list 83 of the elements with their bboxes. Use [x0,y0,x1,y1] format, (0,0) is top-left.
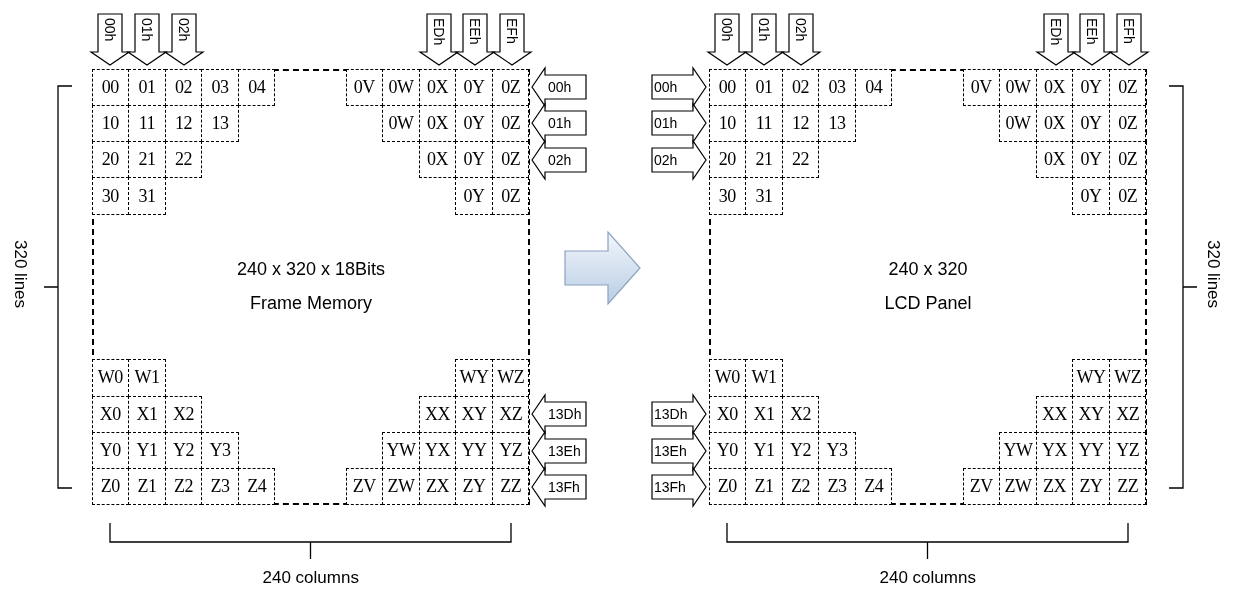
panel-caption: LCD Panel [883,293,973,314]
memory-cell: XX [418,395,457,433]
address-label: 02h [176,18,191,42]
memory-cell: ZV [962,468,1001,506]
dashed-frame [709,69,1147,505]
dimension-label: 240 columns [262,569,359,586]
memory-cell: 13 [818,104,856,143]
address-label: 00h [103,18,118,42]
memory-cell: W1 [128,359,166,397]
address-label: 13Fh [654,479,686,494]
memory-cell: Z0 [708,468,747,506]
address-label: 01h [756,18,771,42]
memory-cell: 00 [708,68,747,106]
memory-cell: Z0 [91,468,130,506]
address-label: 13Dh [654,407,688,422]
memory-cell: WZ [491,359,530,397]
memory-cell: YW [999,431,1037,470]
address-label: 13Eh [654,443,687,458]
address-label: 13Eh [548,443,581,458]
address-label: 01h [548,116,572,131]
memory-cell: 30 [708,177,747,215]
dimension-label: 320 lines [1205,240,1222,309]
memory-cell: 31 [128,177,166,215]
memory-cell: 22 [164,141,203,179]
address-label: 02h [654,152,678,167]
memory-cell: 0X [1035,141,1074,179]
memory-cell: W0 [91,359,130,397]
memory-cell: 0Z [1108,177,1147,215]
memory-cell: 0Z [1108,68,1147,106]
address-label: EEh [1085,18,1100,45]
memory-cell: W1 [745,359,783,397]
address-label: 13Dh [548,407,582,422]
memory-cell: Y3 [818,431,856,470]
memory-cell: ZV [345,468,384,506]
memory-cell: 0Z [491,68,530,106]
panel-dimensions: 240 x 320 [887,259,969,280]
address-label: 00h [654,80,678,95]
memory-cell: 0Y [1072,177,1110,215]
memory-cell: 04 [854,68,893,106]
dimension-label: 320 lines [12,240,29,309]
memory-cell: WY [455,359,493,397]
memory-cell: 31 [745,177,783,215]
address-label: 01h [654,116,678,131]
dashed-frame [92,69,530,505]
address-label: 00h [548,80,572,95]
memory-cell: WY [1072,359,1110,397]
memory-cell: Z4 [854,468,893,506]
memory-cell: Y3 [201,431,239,470]
memory-cell: 04 [237,68,276,106]
memory-cell: Z4 [237,468,276,506]
address-label: 00h [720,18,735,42]
address-label: EEh [468,18,483,45]
memory-cell: 0V [345,68,384,106]
memory-cell: YW [382,431,420,470]
memory-cell: X2 [781,395,820,433]
address-label: EDh [431,18,446,46]
memory-cell: 0X [418,141,457,179]
address-label: EFh [504,18,519,44]
memory-cell: X2 [164,395,203,433]
memory-cell: 0W [999,104,1037,143]
memory-cell: XX [1035,395,1074,433]
memory-cell: 13 [201,104,239,143]
block-arrow [564,230,641,306]
memory-cell: ZZ [491,468,530,506]
address-label: EFh [1121,18,1136,44]
memory-cell: 30 [91,177,130,215]
address-label: 01h [139,18,154,42]
memory-cell: W0 [708,359,747,397]
memory-cell: 0Y [455,177,493,215]
address-label: 02h [793,18,808,42]
memory-cell: 00 [91,68,130,106]
panel-dimensions: 240 x 320 x 18Bits [235,259,387,280]
address-label: 13Fh [548,479,580,494]
panel-caption: Frame Memory [249,293,373,314]
memory-cell: 0V [962,68,1001,106]
address-label: EDh [1048,18,1063,46]
memory-cell: 22 [781,141,820,179]
memory-cell: 0Z [491,177,530,215]
address-label: 02h [548,152,572,167]
memory-cell: 0W [382,104,420,143]
dimension-label: 240 columns [879,569,976,586]
memory-cell: WZ [1108,359,1147,397]
memory-cell: ZZ [1108,468,1147,506]
